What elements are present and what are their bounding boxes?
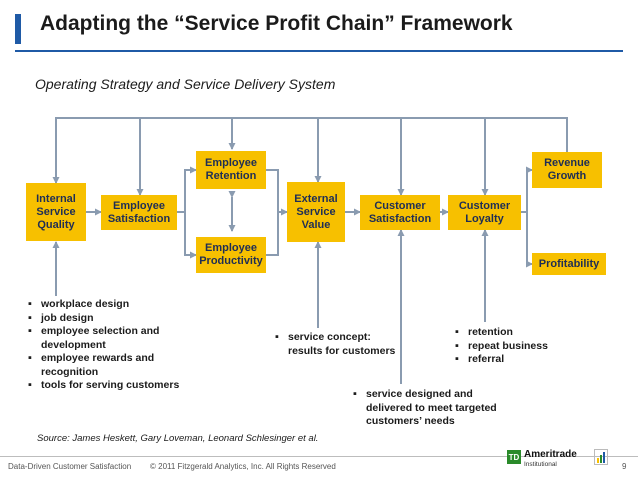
arrow-loyalty-to-profitability	[526, 212, 533, 268]
list-item: service concept: results for customers	[275, 331, 405, 358]
bar-chart-icon-glyph	[597, 452, 605, 463]
page-subtitle: Operating Strategy and Service Delivery …	[35, 76, 336, 92]
bar-chart-icon	[594, 449, 608, 465]
list-item: job design	[28, 312, 188, 326]
node-customer-satisfaction: Customer Satisfaction	[360, 195, 440, 230]
list-item: referral	[455, 353, 575, 367]
node-employee-productivity: Employee Productivity	[196, 237, 266, 273]
arrow-satisfaction-to-retention	[177, 166, 197, 213]
node-customer-loyalty: Customer Loyalty	[448, 195, 521, 230]
list-item: service designed and delivered to meet t…	[353, 388, 503, 429]
notes-loyalty: retention repeat business referral	[455, 326, 575, 367]
list-item: tools for serving customers	[28, 379, 188, 393]
arrow-satisfaction-to-productivity	[184, 212, 197, 259]
page-number: 9	[622, 462, 627, 471]
feedback-loop-line	[52, 117, 568, 184]
source-citation: Source: James Heskett, Gary Loveman, Leo…	[37, 433, 319, 444]
node-profitability: Profitability	[532, 253, 606, 275]
footer-left-text: Data-Driven Customer Satisfaction	[8, 462, 132, 471]
td-logo-mark: TD	[507, 450, 521, 464]
page-title: Adapting the “Service Profit Chain” Fram…	[40, 12, 513, 35]
td-ameritrade-logo: TD Ameritrade Institutional	[507, 448, 589, 468]
node-employee-satisfaction: Employee Satisfaction	[101, 195, 177, 230]
notes-service-designed: service designed and delivered to meet t…	[353, 388, 503, 429]
title-divider	[15, 50, 623, 52]
list-item: retention	[455, 326, 575, 340]
list-item: employee rewards and recognition	[28, 352, 188, 379]
logo-subtitle: Institutional	[524, 461, 557, 468]
arrow-productivity-to-external	[266, 212, 279, 256]
list-item: repeat business	[455, 340, 575, 354]
arrow-retention-to-external	[266, 169, 288, 216]
notes-service-concept: service concept: results for customers	[275, 331, 405, 358]
logo-name: Ameritrade	[524, 449, 577, 460]
list-item: workplace design	[28, 298, 188, 312]
node-external-service-value: External Service Value	[287, 182, 345, 242]
footer-copyright: © 2011 Fitzgerald Analytics, Inc. All Ri…	[150, 462, 336, 471]
list-item: employee selection and development	[28, 325, 188, 352]
node-revenue-growth: Revenue Growth	[532, 152, 602, 188]
notes-workplace: workplace design job design employee sel…	[28, 298, 188, 393]
arrow-loyalty-to-revenue	[521, 166, 533, 213]
node-internal-service-quality: Internal Service Quality	[26, 183, 86, 241]
title-accent-bar	[15, 14, 21, 44]
title-bar: Adapting the “Service Profit Chain” Fram…	[0, 0, 638, 46]
footer-divider	[0, 456, 638, 457]
node-employee-retention: Employee Retention	[196, 151, 266, 189]
